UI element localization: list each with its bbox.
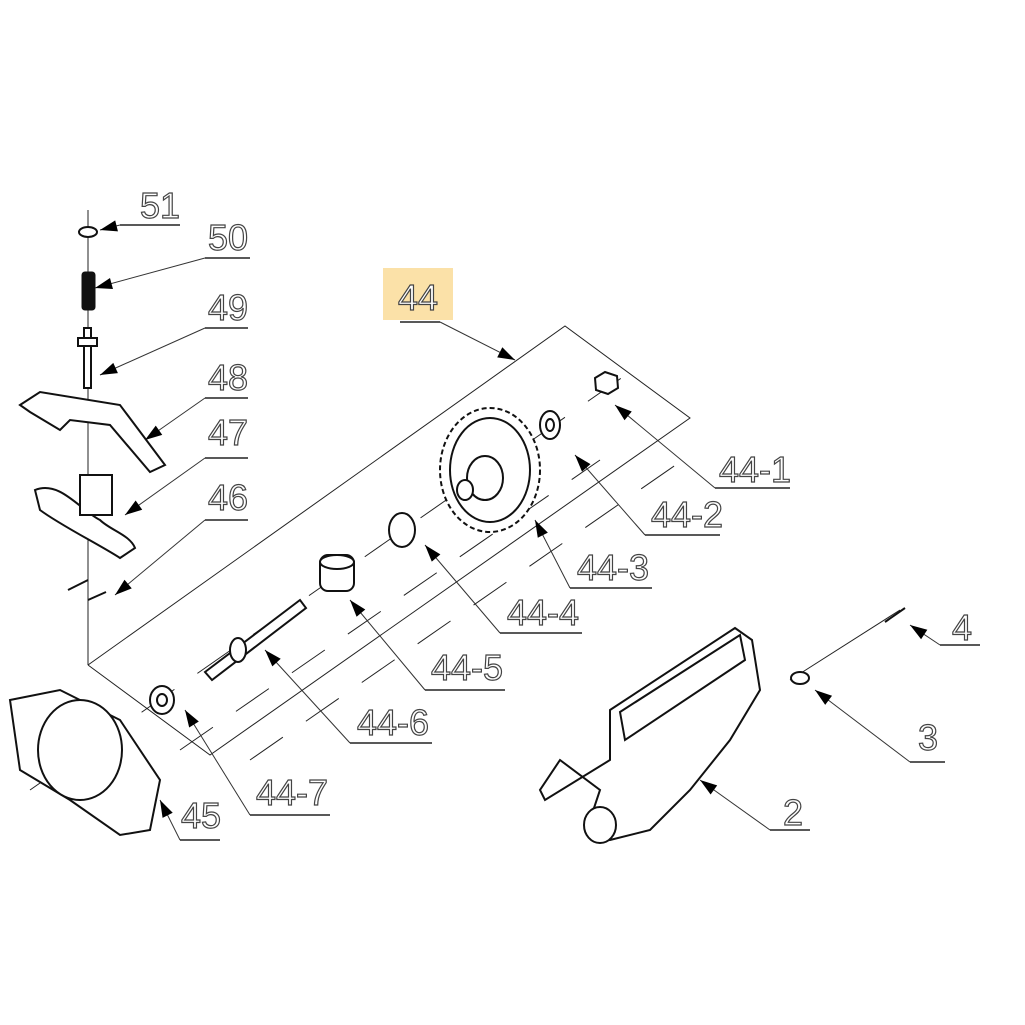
- part-number-label: 3: [918, 717, 938, 758]
- callout-44-5[interactable]: 44-5: [349, 599, 505, 691]
- arrowhead-icon: [185, 710, 199, 728]
- callout-49[interactable]: 49: [99, 286, 249, 376]
- part-44-3-gear[interactable]: [439, 407, 541, 533]
- leader-line: [184, 709, 251, 816]
- part-44-2-bearing[interactable]: [539, 410, 561, 440]
- part-44-1-nut[interactable]: [593, 370, 620, 396]
- part-number-label: 44-3: [577, 547, 649, 588]
- callout-44-4[interactable]: 44-4: [424, 544, 582, 634]
- leader-line: [574, 454, 646, 536]
- highlight-box: [383, 268, 453, 320]
- arrowhead-icon: [265, 650, 281, 667]
- part-44-5-bushing[interactable]: [319, 554, 355, 592]
- leader-line: [114, 519, 206, 596]
- arrowhead-icon: [497, 347, 515, 360]
- arrowhead-icon: [615, 405, 632, 421]
- part-3-washer[interactable]: [790, 671, 810, 685]
- callout-44-3[interactable]: 44-3: [534, 519, 652, 589]
- arrowhead-icon: [145, 425, 163, 440]
- callout-3[interactable]: 3: [814, 689, 945, 763]
- leader-line: [99, 327, 206, 376]
- callout-47[interactable]: 47: [124, 411, 249, 516]
- callout-44-1[interactable]: 44-1: [614, 404, 792, 491]
- arrowhead-icon: [100, 220, 118, 232]
- arrowhead-icon: [95, 278, 113, 289]
- part-44-4-ring[interactable]: [388, 512, 416, 548]
- part-number-label: 46: [208, 477, 248, 518]
- part-44-7-bearing[interactable]: [149, 685, 175, 715]
- part-number-label: 44-1: [719, 449, 791, 490]
- part-2-guard[interactable]: [538, 626, 762, 844]
- part-number-label: 44-4: [507, 592, 579, 633]
- part-number-label: 4: [952, 607, 972, 648]
- arrowhead-icon: [575, 455, 591, 472]
- arrowhead-icon: [700, 780, 718, 795]
- callout-46[interactable]: 46: [114, 476, 249, 596]
- arrowhead-icon: [125, 500, 143, 515]
- arrowhead-icon: [425, 545, 441, 562]
- arrowhead-icon: [350, 600, 366, 617]
- callout-48[interactable]: 48: [144, 356, 249, 441]
- part-number-label: 44: [398, 277, 438, 318]
- part-number-label: 44-2: [651, 494, 723, 535]
- callout-44-7[interactable]: 44-7: [184, 709, 330, 816]
- callout-4[interactable]: 4: [909, 606, 980, 649]
- leader-line: [264, 649, 351, 744]
- part-44-6-shaft[interactable]: [203, 598, 308, 682]
- part-48-lever[interactable]: [18, 390, 167, 474]
- part-49-pin[interactable]: [77, 327, 98, 389]
- part-46-screws[interactable]: [67, 579, 107, 601]
- part-labels: 5150494847464444-144-244-344-444-544-644…: [94, 184, 980, 841]
- leader-line: [349, 599, 426, 691]
- leader-line: [614, 404, 716, 489]
- part-51-washer[interactable]: [78, 226, 98, 238]
- part-number-label: 48: [208, 357, 248, 398]
- part-number-label: 50: [208, 217, 248, 258]
- callout-44-6[interactable]: 44-6: [264, 649, 432, 744]
- callout-50[interactable]: 50: [94, 216, 250, 289]
- arrowhead-icon: [115, 579, 132, 595]
- arrowhead-icon: [910, 625, 928, 640]
- arrowhead-icon: [100, 362, 118, 375]
- part-number-label: 49: [208, 287, 248, 328]
- callout-2[interactable]: 2: [699, 779, 810, 834]
- part-50-spring[interactable]: [81, 271, 96, 311]
- leader-line: [814, 689, 911, 763]
- arrowhead-icon: [815, 690, 833, 705]
- leader-line: [94, 257, 206, 289]
- part-45-housing[interactable]: [8, 688, 162, 837]
- callout-44-2[interactable]: 44-2: [574, 454, 724, 536]
- leader-line: [424, 544, 501, 634]
- part-number-label: 47: [208, 412, 248, 453]
- arrowhead-icon: [535, 520, 548, 538]
- part-number-label: 2: [783, 792, 803, 833]
- part-number-label: 44-7: [256, 772, 328, 813]
- part-number-label: 45: [181, 795, 221, 836]
- part-number-label: 44-6: [357, 702, 429, 743]
- callout-51[interactable]: 51: [99, 184, 181, 232]
- part-number-label: 51: [140, 185, 180, 226]
- part-4-screw[interactable]: [884, 607, 906, 623]
- callout-44[interactable]: 44: [397, 276, 516, 361]
- part-47-bracket[interactable]: [33, 474, 137, 560]
- arrowhead-icon: [160, 800, 173, 818]
- callout-45[interactable]: 45: [159, 794, 222, 841]
- part-number-label: 44-5: [431, 647, 503, 688]
